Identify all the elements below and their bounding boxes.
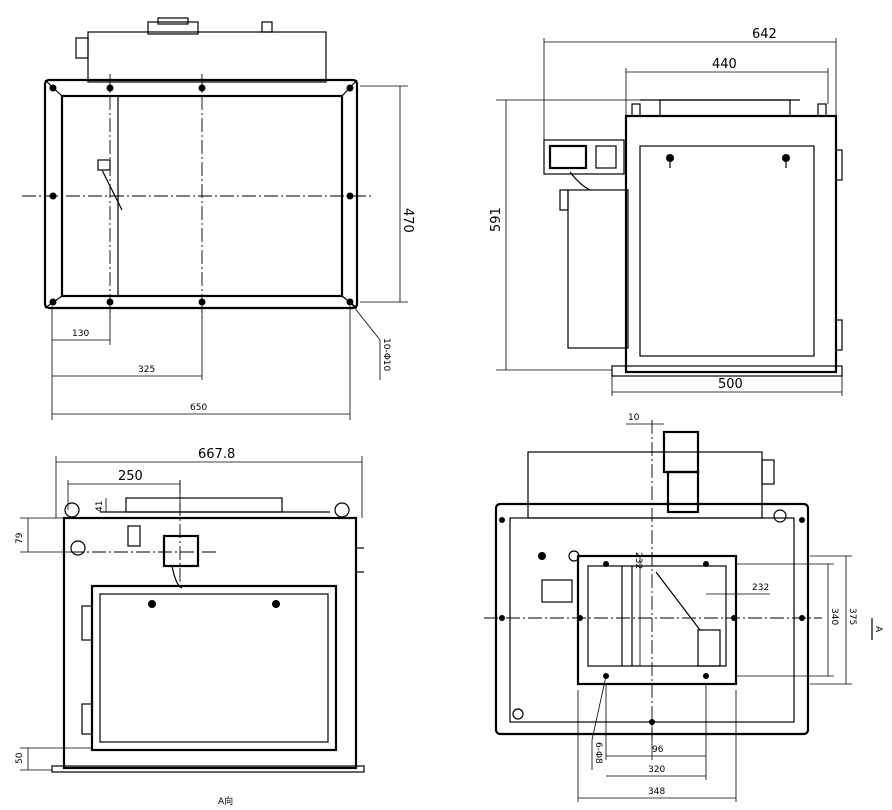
dim-10: 10: [628, 413, 640, 423]
dim-642: 642: [752, 27, 777, 42]
view-label-a: A向: [218, 795, 233, 807]
dim-375: 375: [847, 608, 857, 625]
dim-232-vertical: 232: [633, 552, 643, 569]
dim-50: 50: [15, 752, 25, 764]
top-view: 470 10-Φ10 130 325 650: [22, 17, 415, 420]
dim-41: 41: [95, 501, 105, 512]
dim-320: 320: [648, 765, 665, 775]
dim-667-8: 667.8: [198, 447, 235, 462]
side-view: 642 440 591 500: [489, 27, 843, 396]
dim-500: 500: [718, 377, 743, 392]
hole-note-bottom: 6-Φ8: [593, 742, 603, 764]
dim-650: 650: [190, 403, 207, 413]
dim-232-horizontal: 232: [752, 583, 769, 593]
dim-440: 440: [712, 57, 737, 72]
hole-note-top: 10-Φ10: [381, 338, 391, 372]
front-view: 667.8 250 41 79 50 A向: [15, 447, 365, 807]
dim-96: 96: [652, 745, 664, 755]
dim-348: 348: [648, 787, 665, 797]
dim-130: 130: [72, 329, 89, 339]
dim-79: 79: [15, 532, 25, 544]
dim-325: 325: [138, 365, 155, 375]
bottom-view: 10 232 232 340 375 A 6-Φ8 96 320: [484, 413, 883, 802]
arrow-label-a: A: [873, 626, 883, 633]
dim-591: 591: [489, 207, 504, 232]
dim-340: 340: [829, 608, 839, 625]
dim-470: 470: [400, 208, 415, 233]
dim-250: 250: [118, 469, 143, 484]
